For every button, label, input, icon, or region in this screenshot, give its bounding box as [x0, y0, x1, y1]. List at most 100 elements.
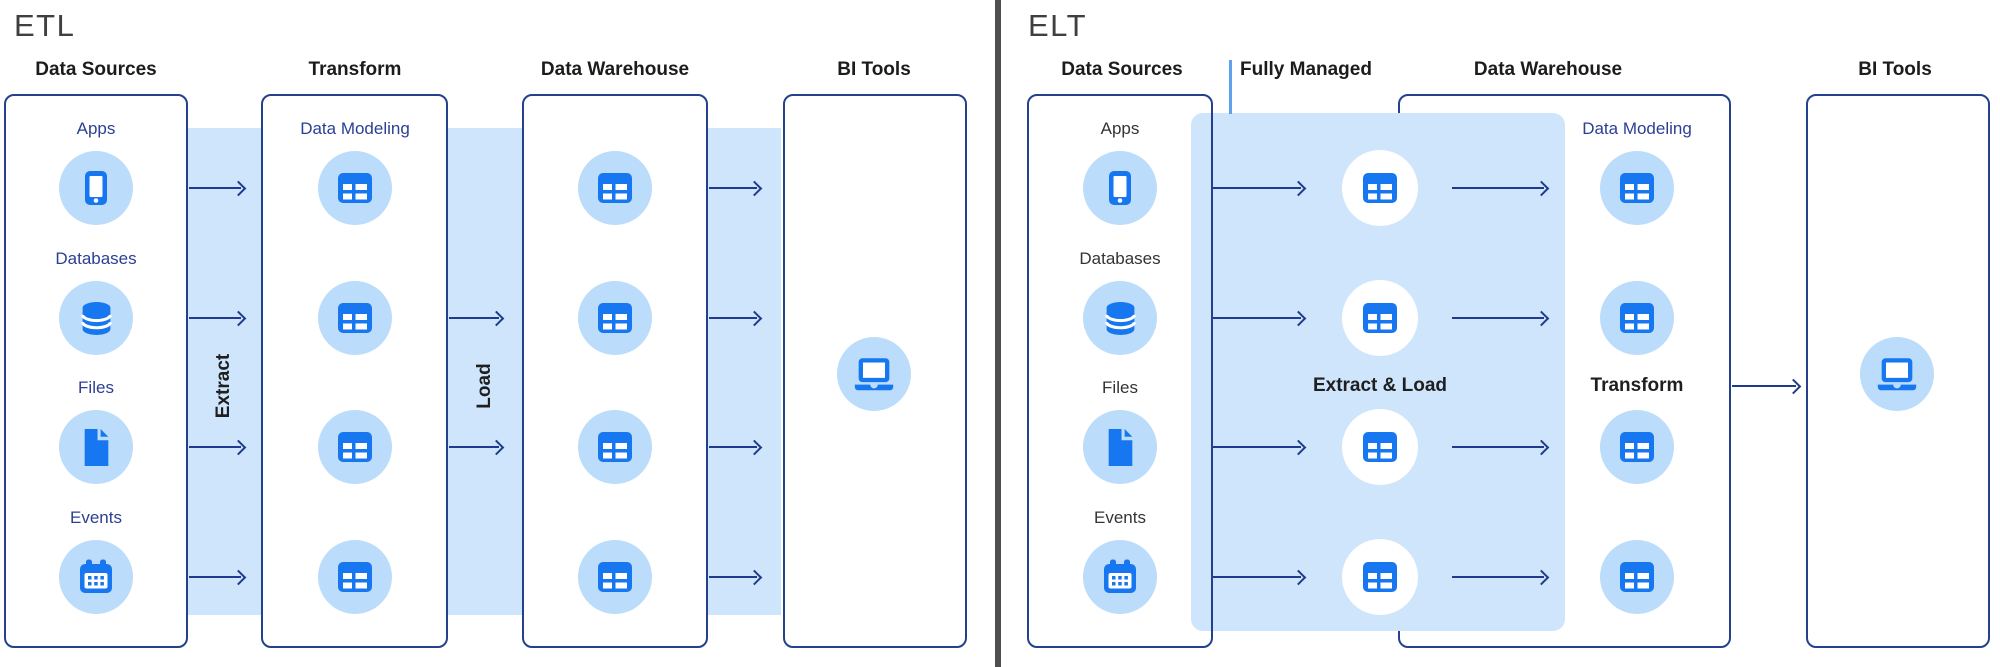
warehouse-table-circle	[578, 540, 652, 614]
table-grid-icon	[1363, 303, 1397, 333]
table-grid-icon	[1620, 432, 1654, 462]
flow-arrow	[189, 576, 241, 578]
data-modeling-table-circle	[1600, 151, 1674, 225]
extract-load-table-circle	[1342, 150, 1418, 226]
panel-divider	[995, 0, 1001, 667]
file-icon	[1105, 429, 1136, 466]
table-grid-icon	[1363, 432, 1397, 462]
flow-arrow	[1452, 576, 1544, 578]
etl-load-label: Load	[474, 363, 495, 409]
elt-header-fully-managed: Fully Managed	[1240, 59, 1372, 80]
elt-header-data-warehouse: Data Warehouse	[1473, 59, 1623, 80]
flow-arrow	[1732, 385, 1796, 387]
etl-source-label-files: Files	[78, 378, 114, 397]
etl-source-label-apps: Apps	[76, 119, 116, 138]
flow-arrow	[189, 187, 241, 189]
elt-data-modeling-label: Data Modeling	[1582, 119, 1692, 138]
events-circle	[1083, 540, 1157, 614]
elt-source-label-events: Events	[1094, 508, 1146, 527]
flow-arrow	[189, 446, 241, 448]
table-grid-icon	[598, 432, 632, 462]
phone-icon	[1102, 170, 1138, 206]
databases-circle	[59, 281, 133, 355]
elt-source-label-apps: Apps	[1100, 119, 1140, 138]
etl-source-label-events: Events	[70, 508, 122, 527]
etl-source-label-databases: Databases	[55, 249, 137, 268]
table-grid-icon	[1620, 562, 1654, 592]
flow-arrow	[1452, 446, 1544, 448]
etl-extract-flow-band	[188, 128, 261, 615]
bi-tools-circle	[1860, 337, 1934, 411]
flow-arrow	[1213, 576, 1301, 578]
flow-arrow	[709, 576, 757, 578]
flow-arrow	[449, 317, 499, 319]
table-grid-icon	[1363, 562, 1397, 592]
table-grid-icon	[338, 303, 372, 333]
flow-arrow	[189, 317, 241, 319]
flow-arrow	[1452, 317, 1544, 319]
table-grid-icon	[598, 173, 632, 203]
transform-table-circle	[318, 151, 392, 225]
database-icon	[78, 300, 115, 337]
data-modeling-table-circle	[1600, 281, 1674, 355]
table-grid-icon	[338, 562, 372, 592]
file-icon	[81, 429, 112, 466]
calendar-icon	[1101, 558, 1139, 596]
table-grid-icon	[1620, 303, 1654, 333]
flow-arrow	[709, 317, 757, 319]
transform-table-circle	[318, 540, 392, 614]
files-circle	[59, 410, 133, 484]
flow-arrow	[1452, 187, 1544, 189]
phone-icon	[78, 170, 114, 206]
transform-table-circle	[318, 281, 392, 355]
elt-extract-load-label: Extract & Load	[1312, 375, 1448, 396]
elt-header-data-sources: Data Sources	[1061, 59, 1183, 80]
apps-circle	[59, 151, 133, 225]
bi-tools-circle	[837, 337, 911, 411]
table-grid-icon	[338, 173, 372, 203]
elt-data-sources-box	[1027, 94, 1213, 648]
etl-load-flow-band	[448, 128, 522, 615]
table-grid-icon	[598, 303, 632, 333]
table-grid-icon	[1363, 173, 1397, 203]
etl-data-modeling-label: Data Modeling	[300, 119, 410, 138]
flow-arrow	[449, 446, 499, 448]
etl-header-bi-tools: BI Tools	[837, 59, 911, 80]
elt-panel-title: ELT	[1028, 8, 1088, 43]
extract-load-table-circle	[1342, 409, 1418, 485]
flow-arrow	[709, 187, 757, 189]
extract-load-table-circle	[1342, 539, 1418, 615]
elt-transform-label: Transform	[1590, 375, 1684, 396]
flow-arrow	[1213, 187, 1301, 189]
database-icon	[1102, 300, 1139, 337]
flow-arrow	[1213, 317, 1301, 319]
table-grid-icon	[1620, 173, 1654, 203]
etl-panel-title: ETL	[14, 8, 76, 43]
elt-header-bi-tools: BI Tools	[1858, 59, 1932, 80]
elt-source-label-files: Files	[1102, 378, 1138, 397]
files-circle	[1083, 410, 1157, 484]
apps-circle	[1083, 151, 1157, 225]
extract-load-table-circle	[1342, 280, 1418, 356]
etl-header-data-warehouse: Data Warehouse	[540, 59, 690, 80]
etl-header-transform: Transform	[308, 59, 402, 80]
data-modeling-table-circle	[1600, 410, 1674, 484]
flow-arrow	[709, 446, 757, 448]
table-grid-icon	[338, 432, 372, 462]
etl-warehouse-bi-flow-band	[708, 128, 781, 615]
laptop-icon	[851, 358, 897, 391]
databases-circle	[1083, 281, 1157, 355]
warehouse-table-circle	[578, 151, 652, 225]
transform-table-circle	[318, 410, 392, 484]
flow-arrow	[1213, 446, 1301, 448]
warehouse-table-circle	[578, 281, 652, 355]
events-circle	[59, 540, 133, 614]
data-modeling-table-circle	[1600, 540, 1674, 614]
table-grid-icon	[598, 562, 632, 592]
fully-managed-tick-line	[1229, 60, 1232, 114]
elt-source-label-databases: Databases	[1079, 249, 1161, 268]
laptop-icon	[1874, 358, 1920, 391]
warehouse-table-circle	[578, 410, 652, 484]
etl-extract-label: Extract	[213, 353, 234, 419]
